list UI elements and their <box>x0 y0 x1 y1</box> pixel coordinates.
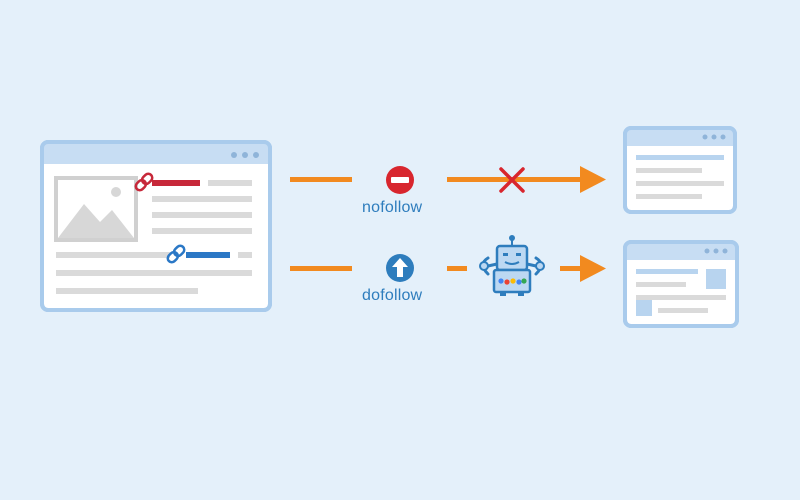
arrow-head-icon <box>580 255 606 282</box>
text-line <box>56 288 198 294</box>
x-mark-icon <box>499 167 525 193</box>
arrow-up-icon <box>386 254 414 282</box>
nofollow-label: nofollow <box>362 199 423 216</box>
image-placeholder-icon <box>54 176 138 242</box>
text-line <box>152 212 252 218</box>
robot-icon <box>479 235 545 296</box>
source-page-window <box>40 140 272 312</box>
red-link-icon <box>134 172 154 192</box>
dofollow-label: dofollow <box>362 287 423 304</box>
blue-link-icon <box>166 244 186 264</box>
text-line <box>208 180 252 186</box>
nofollow-path <box>290 166 606 194</box>
orange-dash <box>560 266 582 271</box>
text-line <box>152 228 252 234</box>
window-dots <box>231 152 259 158</box>
orange-line <box>290 177 352 182</box>
text-line <box>152 196 252 202</box>
orange-line <box>290 266 352 271</box>
blue-link-text <box>186 252 230 258</box>
arrow-head-icon <box>580 166 606 193</box>
text-line <box>56 252 170 258</box>
target-window-nofollow <box>623 126 737 214</box>
text-line <box>56 270 252 276</box>
orange-dash <box>447 266 467 271</box>
target-window-dofollow <box>623 240 739 328</box>
dofollow-path <box>290 235 606 296</box>
red-link-text <box>152 180 200 186</box>
orange-arrow-line <box>447 177 583 182</box>
text-line <box>238 252 252 258</box>
no-entry-icon <box>386 166 414 194</box>
